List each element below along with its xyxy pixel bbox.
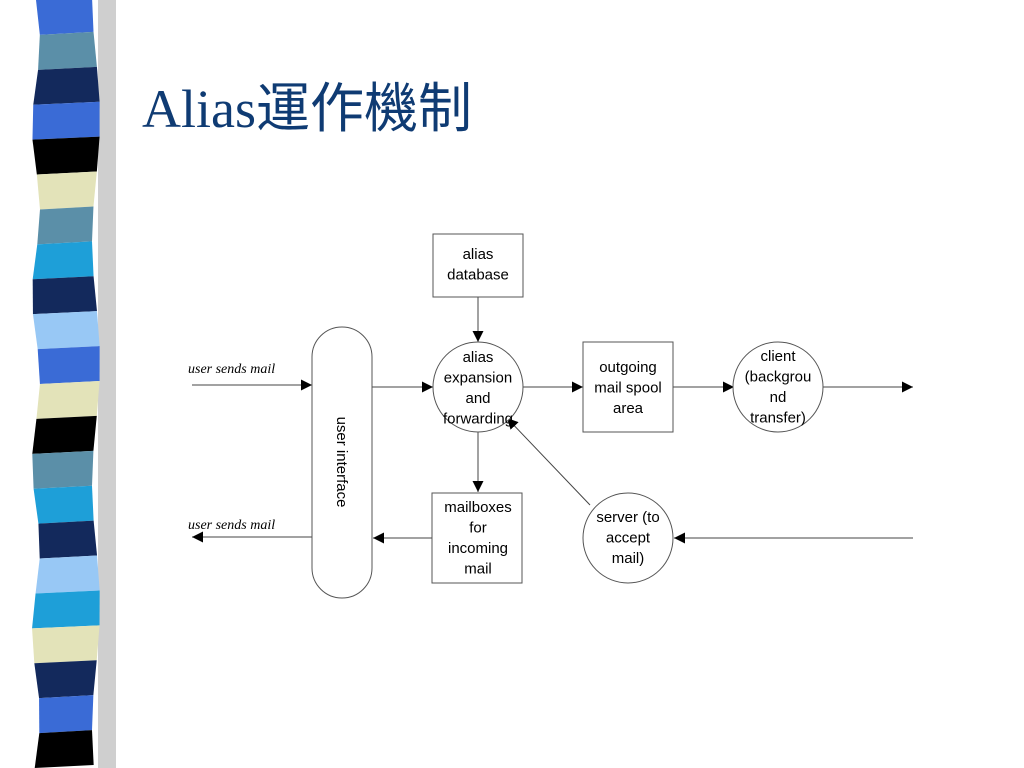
stripe-segment <box>32 241 94 280</box>
stripe-segment <box>32 450 94 489</box>
stripe-segment <box>37 346 100 384</box>
stripe-segment <box>33 66 100 105</box>
decorative-stripe-bar <box>32 0 116 768</box>
outgoing-spool-node <box>582 341 674 433</box>
mailboxes-node <box>431 492 523 584</box>
server-node <box>582 492 674 584</box>
stripe-segment <box>34 730 94 768</box>
user-interface-node <box>311 326 373 599</box>
stripe-segment <box>32 311 100 350</box>
stripe-segment <box>36 0 94 35</box>
slide-title: Alias運作機制 <box>142 79 472 139</box>
user-interface-label: user interface <box>333 417 350 508</box>
stripe-shadow <box>98 0 116 768</box>
stripe-segment <box>34 660 97 699</box>
user-sends-mail-bottom-label: user sends mail <box>188 518 275 533</box>
stripe-segment <box>35 555 100 594</box>
user-sends-mail-top-label: user sends mail <box>188 362 275 377</box>
stripe-segment <box>33 485 94 524</box>
stripe-segment <box>38 31 97 70</box>
stripe-segment <box>32 590 100 629</box>
stripe-segment <box>39 695 94 734</box>
stripe-segment <box>32 136 100 175</box>
stripe-segment <box>32 101 100 140</box>
stripe-segment <box>32 625 100 664</box>
alias-database-node <box>432 233 524 298</box>
stripe-segment <box>37 206 94 245</box>
alias-expansion-node <box>432 341 524 433</box>
stripe-segment <box>38 520 98 559</box>
stripe-segment <box>36 171 97 210</box>
edge-server-to-alias <box>506 417 591 506</box>
client-node <box>732 341 824 433</box>
stripe-segment <box>32 276 97 315</box>
stripe-segment <box>32 415 97 454</box>
stripe-segment <box>36 381 100 419</box>
